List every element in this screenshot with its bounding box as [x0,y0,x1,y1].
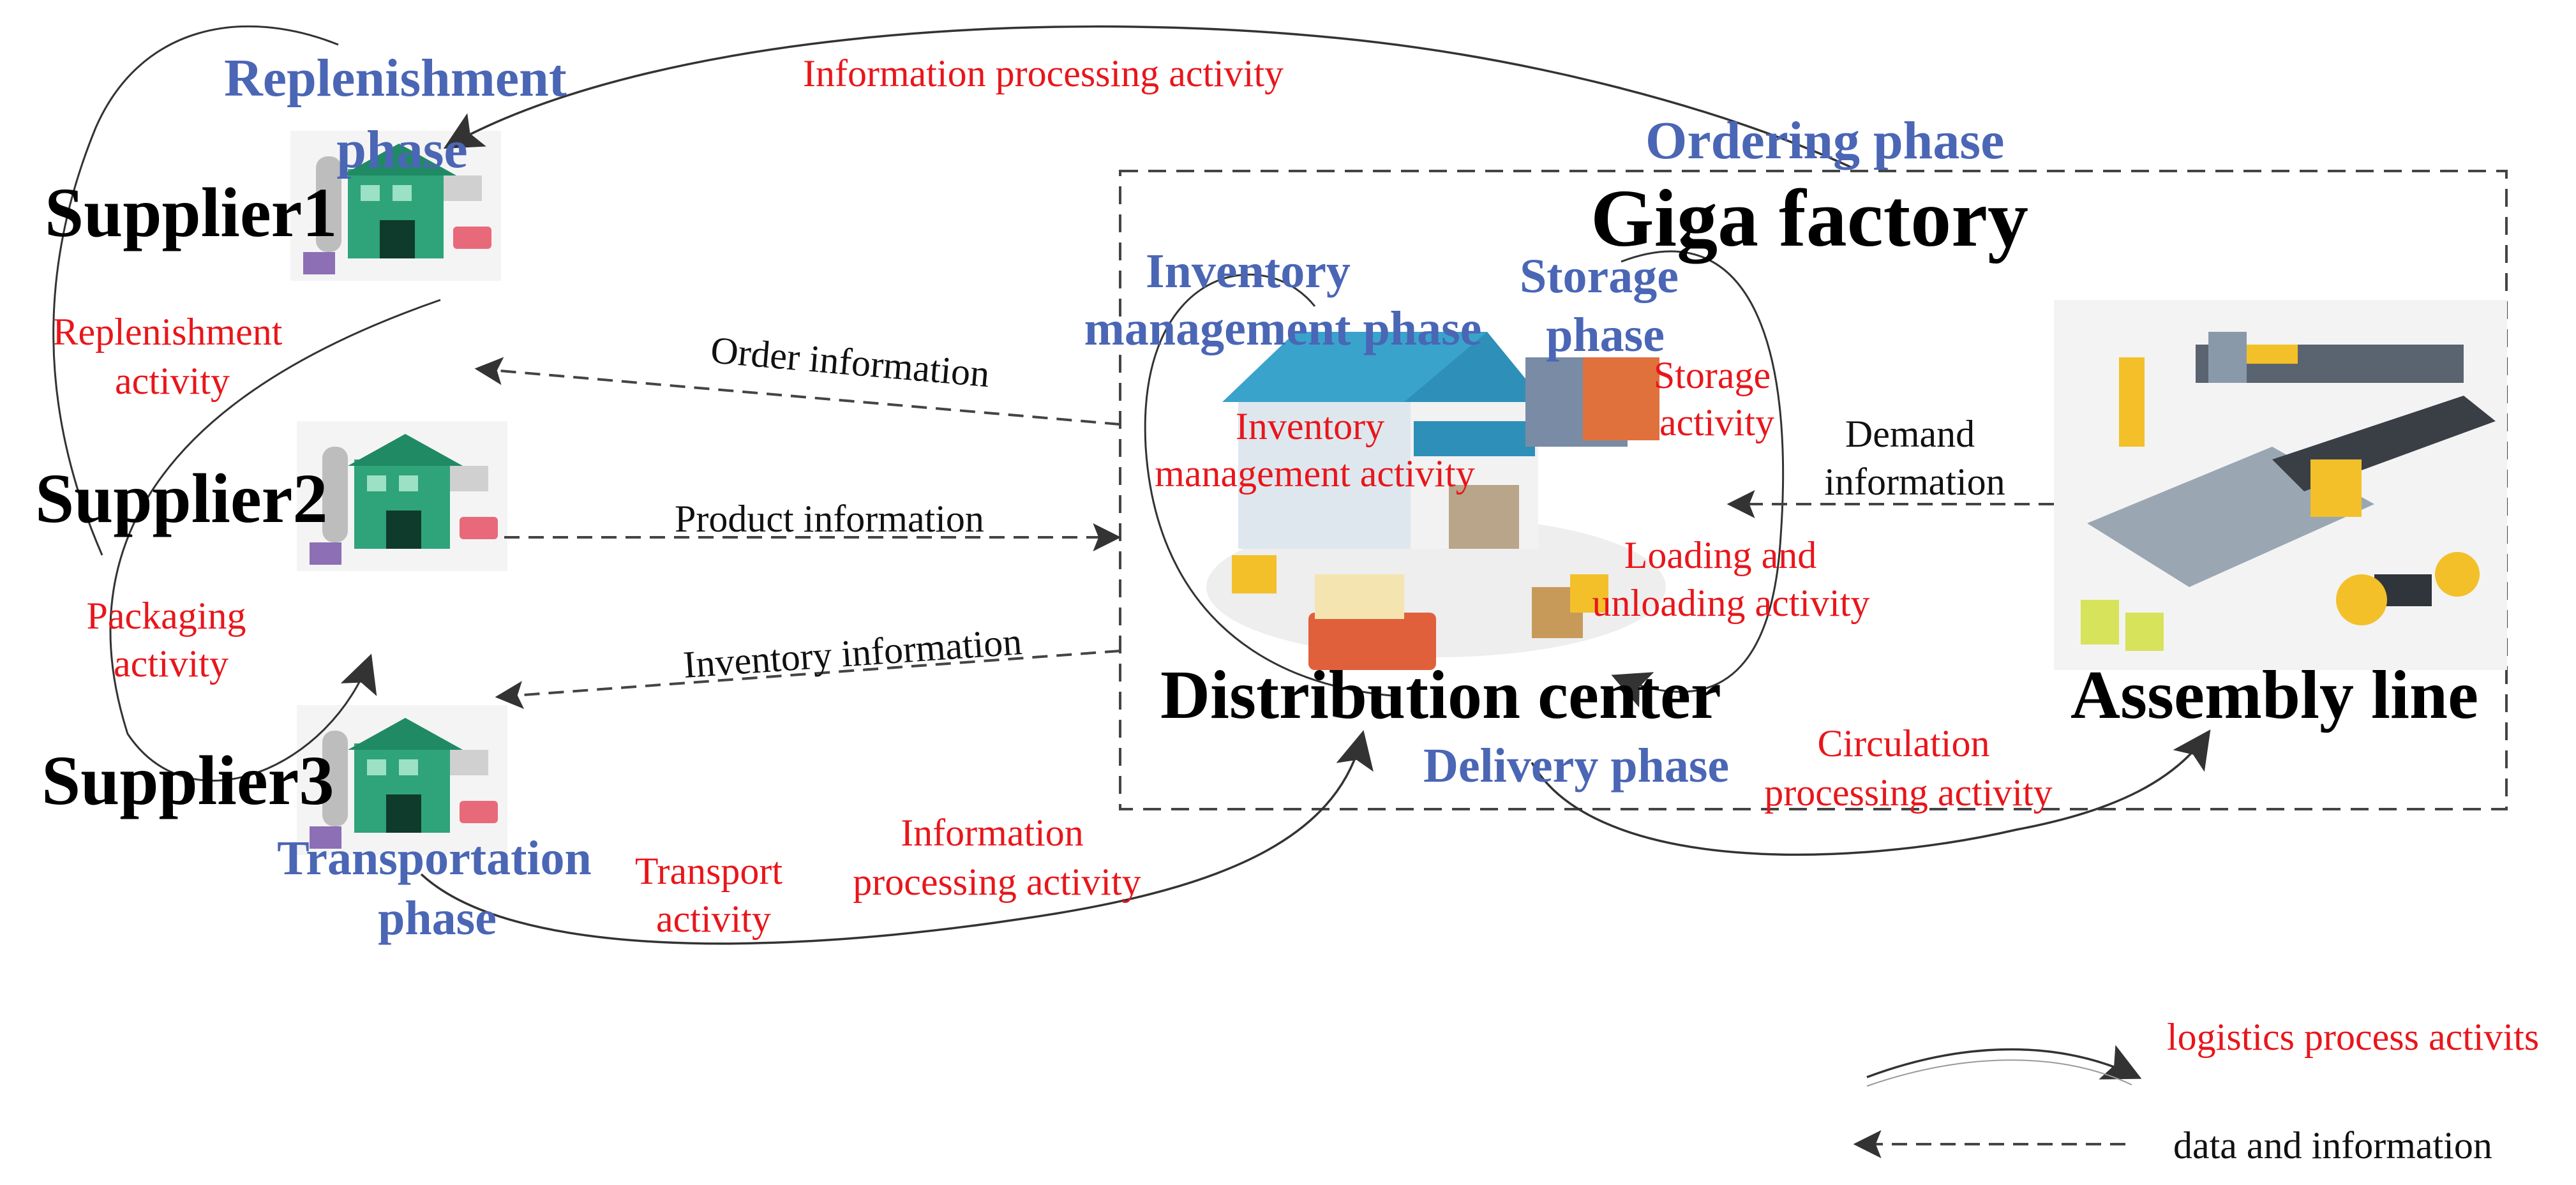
replenishment-loop-curve [109,299,441,782]
information-processing-curve-top [443,25,1852,168]
ordering-phase-label: Ordering phase [1645,111,2004,170]
giga-factory-title: Giga factory [1591,173,2028,264]
inventory-management-activity-label: Inventory management activity [1155,405,1474,495]
inventory-information-label: Inventory information [682,620,1023,686]
order-information-label: Order information [709,329,991,395]
legend: logistics process activits data and info… [1853,1016,2539,1166]
loading-unloading-activity-label: Loading and unloading activity [1592,534,1870,624]
information-processing-activity-top-label: Information processing activity [803,52,1284,94]
replenishment-top-curve [52,25,339,556]
product-information-label: Product information [675,498,984,540]
replenishment-phase-label: Replenishment phase [224,48,580,179]
storage-activity-label: Storage activity [1654,354,1780,443]
transportation-curve [420,730,1374,945]
distribution-loop-curve [1144,273,1392,697]
supplier2-label: Supplier2 [35,459,327,537]
delivery-phase-label: Delivery phase [1423,739,1729,793]
legend-process-curve [1866,1045,2142,1080]
supplier2-factory-icon [297,421,507,571]
legend-process-curve-shadow [1866,1059,2132,1087]
order-information-arrow [474,357,1121,426]
inventory-information-arrow [495,650,1121,710]
delivery-curve [1531,729,2211,856]
supplier3-label: Supplier3 [41,742,334,819]
information-processing-activity-bottom-label: Information processing activity [853,812,1141,903]
legend-process-label: logistics process activits [2167,1016,2539,1058]
storage-phase-label: Storage phase [1520,250,1691,362]
replenishment-activity-label: Replenishment activity [53,311,292,402]
warehouse-icon [1206,332,1666,670]
legend-data-label: data and information [2173,1124,2492,1166]
inventory-management-phase-label: Inventory management phase [1084,244,1482,355]
assembly-line-icon [2054,300,2507,670]
storage-loop-curve [1611,250,1785,708]
transport-activity-label: Transport activity [635,850,792,940]
packaging-activity-label: Packaging activity [87,595,256,685]
demand-information-label: Demand information [1824,413,2005,503]
assembly-line-label: Assembly line [2071,657,2478,733]
supplier1-label: Supplier1 [45,174,337,251]
distribution-center-label: Distribution center [1160,657,1721,733]
transportation-phase-label: Transportation phase [277,831,604,945]
circulation-processing-activity-label: Circulation processing activity [1764,722,2053,814]
